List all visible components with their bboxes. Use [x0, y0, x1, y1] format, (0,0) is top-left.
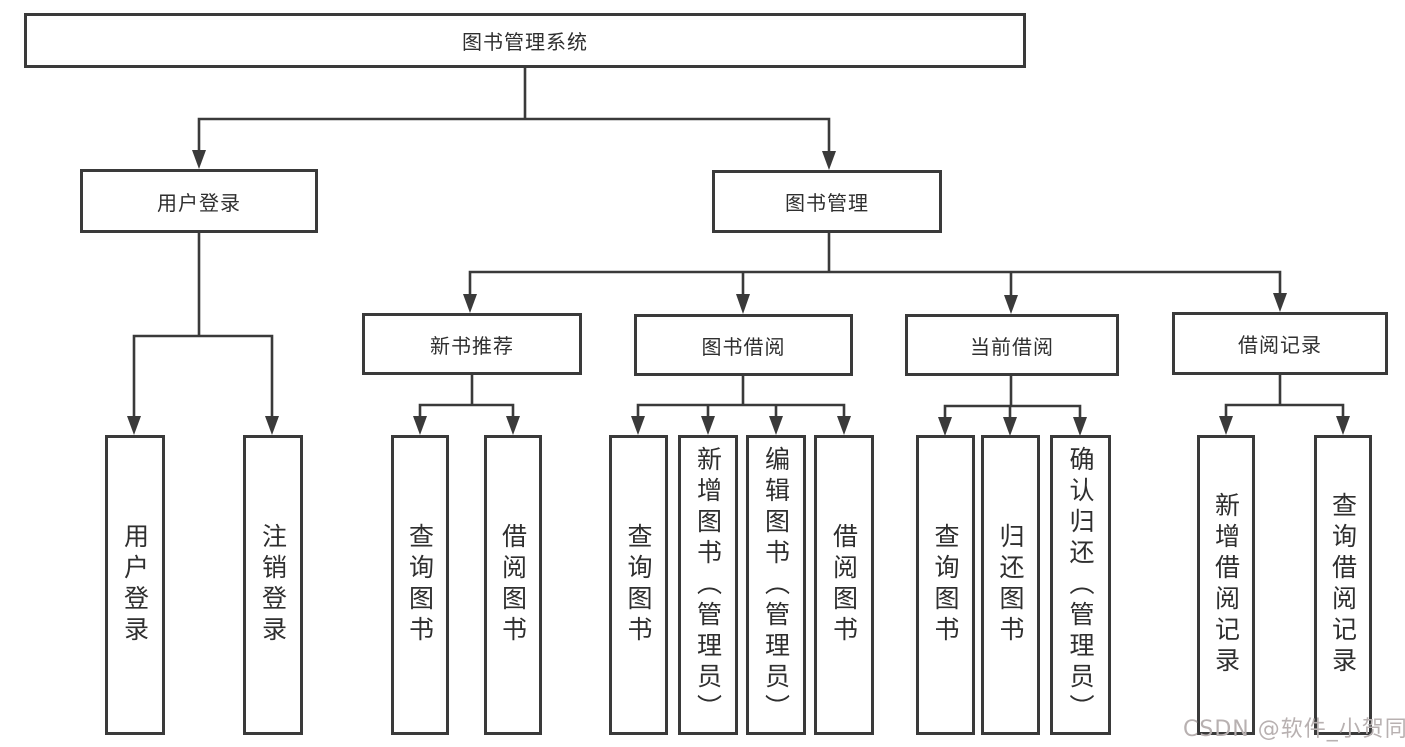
- leaf-query-books-recommend: 查询图书: [391, 435, 449, 735]
- node-library-system-label: 图书管理系统: [462, 30, 588, 54]
- leaf-query-books-current: 查询图书: [916, 435, 975, 735]
- node-book-management: 图书管理: [712, 170, 942, 233]
- node-new-book-recommend-label: 新书推荐: [430, 333, 514, 358]
- node-book-management-label: 图书管理: [785, 191, 869, 215]
- leaf-borrow-books: 借阅图书: [814, 435, 874, 735]
- node-book-borrowing: 图书借阅: [634, 314, 853, 376]
- leaf-return-book-label: 归还图书: [996, 523, 1025, 647]
- leaf-user-login: 用户登录: [105, 435, 165, 735]
- leaf-edit-book-admin: 编辑图书（管理员）: [746, 435, 806, 735]
- leaf-edit-book-admin-label: 编辑图书（管理员）: [761, 445, 791, 725]
- leaf-borrow-books-recommend: 借阅图书: [484, 435, 542, 735]
- node-current-borrowing-label: 当前借阅: [970, 334, 1054, 359]
- leaf-query-borrow-record: 查询借阅记录: [1314, 435, 1372, 735]
- leaf-query-books-recommend-label: 查询图书: [405, 523, 435, 647]
- node-new-book-recommend: 新书推荐: [362, 313, 582, 375]
- leaf-query-books-borrowing: 查询图书: [609, 435, 668, 735]
- leaf-borrow-books-label: 借阅图书: [829, 523, 859, 647]
- node-current-borrowing: 当前借阅: [905, 314, 1119, 376]
- node-borrow-records-label: 借阅记录: [1238, 333, 1322, 357]
- node-user-login: 用户登录: [80, 169, 318, 233]
- node-library-system: 图书管理系统: [24, 13, 1026, 68]
- leaf-add-borrow-record: 新增借阅记录: [1197, 435, 1255, 735]
- leaf-logout: 注销登录: [243, 435, 303, 735]
- leaf-add-borrow-record-label: 新增借阅记录: [1211, 492, 1241, 678]
- leaf-query-books-borrowing-label: 查询图书: [624, 523, 653, 647]
- leaf-add-book-admin: 新增图书（管理员）: [678, 435, 738, 735]
- csdn-watermark: CSDN @软件_小贺同学: [1183, 717, 1405, 742]
- node-book-borrowing-label: 图书借阅: [701, 334, 786, 359]
- leaf-confirm-return-admin-label: 确认归还（管理员）: [1066, 445, 1095, 725]
- leaf-logout-label: 注销登录: [258, 523, 288, 647]
- leaf-return-book: 归还图书: [981, 435, 1040, 735]
- leaf-borrow-books-recommend-label: 借阅图书: [498, 523, 528, 647]
- node-user-login-label: 用户登录: [157, 190, 241, 215]
- leaf-user-login-label: 用户登录: [120, 523, 150, 647]
- leaf-query-borrow-record-label: 查询借阅记录: [1328, 492, 1358, 678]
- node-borrow-records: 借阅记录: [1172, 312, 1388, 375]
- leaf-add-book-admin-label: 新增图书（管理员）: [693, 445, 723, 725]
- leaf-confirm-return-admin: 确认归还（管理员）: [1050, 435, 1111, 735]
- leaf-query-books-current-label: 查询图书: [931, 523, 960, 647]
